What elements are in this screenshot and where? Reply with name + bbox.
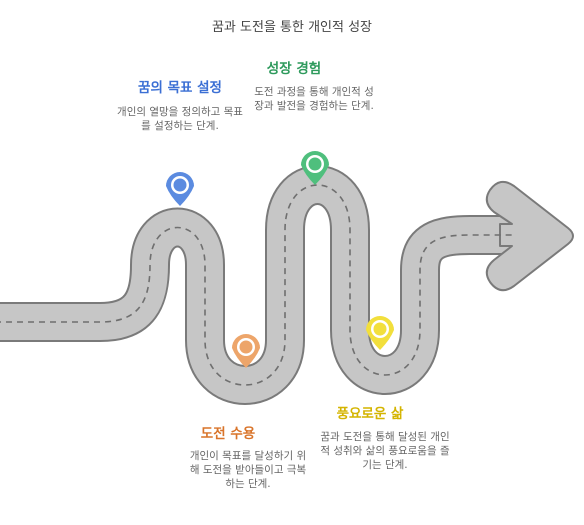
- step-desc-goal-setting: 개인의 열망을 정의하고 목표를 설정하는 단계.: [117, 106, 243, 132]
- step-desc-rich-life: 꿈과 도전을 통해 달성된 개인적 성취와 삶의 풍요로움을 즐기는 단계.: [320, 431, 450, 471]
- map-pin-icon: [301, 151, 329, 185]
- road-arrow-head: [485, 180, 574, 292]
- map-pin-icon: [166, 172, 194, 206]
- step-desc-growth-experience: 도전 과정을 통해 개인적 성장과 발전을 경험하는 단계.: [254, 86, 374, 112]
- step-title-goal-setting: 꿈의 목표 설정: [138, 80, 222, 96]
- road-center-line: [0, 184, 515, 386]
- step-title-accept-challenge: 도전 수용: [200, 426, 256, 442]
- map-pin-icon: [366, 316, 394, 350]
- step-title-growth-experience: 성장 경험: [266, 61, 322, 77]
- map-pin-icon: [232, 334, 260, 368]
- step-title-rich-life: 풍요로운 삶: [336, 406, 404, 422]
- step-desc-accept-challenge: 개인이 목표를 달성하기 위해 도전을 받아들이고 극복하는 단계.: [189, 450, 307, 490]
- diagram-title: 꿈과 도전을 통한 개인적 성장: [211, 20, 373, 35]
